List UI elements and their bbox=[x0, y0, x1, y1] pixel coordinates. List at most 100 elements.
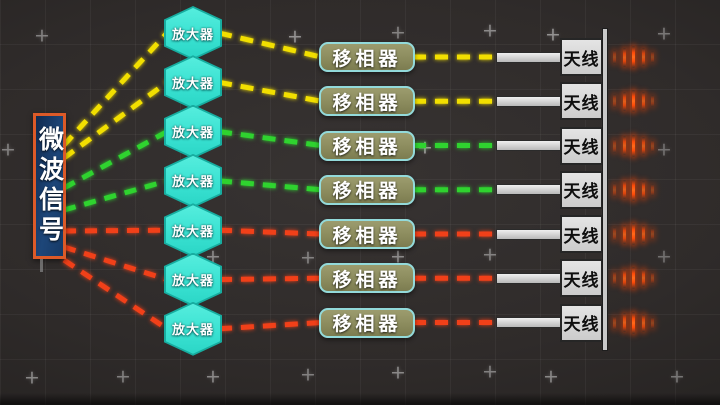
phase-shifter-box: 移相器 bbox=[319, 174, 415, 205]
antenna-feed-line bbox=[496, 228, 562, 240]
source-to-amplifier-wire bbox=[63, 227, 168, 234]
antenna-feed-line bbox=[496, 140, 562, 151]
background-cross-marker: + bbox=[656, 138, 672, 161]
antenna-box: 天线 bbox=[560, 303, 603, 342]
antenna-box: 天线 bbox=[560, 215, 603, 253]
amplifier-label: 放大器 bbox=[171, 27, 214, 43]
radiation-dash bbox=[641, 48, 645, 66]
radiation-dash bbox=[651, 228, 655, 240]
background-cross-marker: + bbox=[543, 365, 559, 388]
radiation-dash bbox=[622, 224, 626, 244]
radiation-dash bbox=[613, 271, 616, 286]
radiation-dash bbox=[622, 47, 626, 67]
radiation-dash bbox=[613, 50, 616, 64]
background-cross-marker: + bbox=[669, 365, 685, 388]
radiation-dash bbox=[641, 225, 645, 243]
amplifier-hexagon-face: 放大器 bbox=[166, 254, 220, 305]
antenna-backplane bbox=[602, 28, 608, 351]
antenna-feed-line bbox=[496, 184, 562, 196]
radiation-dash bbox=[641, 313, 645, 332]
amplifier-hexagon: 放大器 bbox=[164, 153, 222, 208]
radiation-dash bbox=[641, 136, 645, 155]
source-to-amplifier-wire bbox=[63, 178, 168, 213]
phase-shifter-box: 移相器 bbox=[319, 263, 415, 294]
radiation-dash bbox=[641, 180, 645, 199]
radiation-dash bbox=[651, 95, 655, 108]
antenna-feed-line bbox=[496, 51, 562, 63]
radiation-dash bbox=[641, 92, 645, 111]
radiation-dash bbox=[613, 182, 616, 197]
radiation-dash bbox=[622, 180, 626, 200]
amplifier-label: 放大器 bbox=[171, 323, 214, 339]
background-cross-marker: + bbox=[300, 246, 316, 269]
background-cross-marker: + bbox=[656, 245, 672, 268]
amplifier-label: 放大器 bbox=[171, 224, 214, 240]
antenna-feed-line bbox=[496, 95, 562, 107]
antenna-box: 天线 bbox=[560, 38, 603, 76]
phase-shifter-box: 移相器 bbox=[319, 86, 415, 117]
background-cross-marker: + bbox=[0, 138, 16, 161]
radiation-dash bbox=[622, 136, 626, 155]
amplifier-hexagon-face: 放大器 bbox=[166, 8, 220, 58]
source-stand bbox=[40, 259, 43, 272]
radiation-dash bbox=[632, 90, 636, 113]
background-cross-marker: + bbox=[545, 23, 561, 46]
source-to-amplifier-wire bbox=[62, 80, 169, 161]
background-cross-marker: + bbox=[205, 365, 221, 388]
background-cross-marker: + bbox=[482, 243, 498, 266]
radiation-dash bbox=[632, 267, 636, 290]
amplifier-hexagon: 放大器 bbox=[164, 301, 222, 356]
amplifier-hexagon: 放大器 bbox=[164, 203, 222, 258]
amplifier-hexagon-face: 放大器 bbox=[166, 106, 220, 157]
radiation-dash bbox=[632, 46, 636, 68]
phase-shifter-box: 移相器 bbox=[319, 130, 415, 161]
background-cross-marker: + bbox=[390, 245, 406, 268]
background-cross-marker: + bbox=[115, 365, 131, 388]
radiation-dash bbox=[613, 138, 616, 153]
radiation-dash bbox=[641, 269, 645, 288]
radiation-dash bbox=[632, 223, 636, 245]
source-to-amplifier-wire bbox=[62, 129, 169, 191]
background-cross-marker: + bbox=[482, 360, 498, 383]
amplifier-label: 放大器 bbox=[171, 76, 214, 92]
background-cross-marker: + bbox=[656, 22, 672, 45]
source-to-amplifier-wire bbox=[63, 244, 168, 282]
radiation-dash bbox=[632, 178, 636, 201]
amplifier-to-phase-shifter-wire bbox=[218, 30, 322, 60]
background-cross-marker: + bbox=[482, 19, 498, 42]
amplifier-to-phase-shifter-wire bbox=[218, 178, 322, 193]
amplifier-to-phase-shifter-wire bbox=[218, 79, 322, 104]
amplifier-label: 放大器 bbox=[171, 126, 214, 142]
source-to-amplifier-wire bbox=[62, 31, 169, 147]
microwave-signal-source: 微波信号 bbox=[33, 113, 66, 259]
phase-shifter-box: 移相器 bbox=[319, 219, 415, 249]
amplifier-hexagon-face: 放大器 bbox=[166, 57, 220, 108]
amplifier-hexagon: 放大器 bbox=[164, 55, 222, 110]
radiation-dash bbox=[613, 94, 616, 109]
radiation-dash bbox=[651, 316, 655, 329]
antenna-box: 天线 bbox=[560, 82, 603, 121]
radiation-dash bbox=[651, 51, 655, 63]
background-cross-marker: + bbox=[34, 24, 50, 47]
amplifier-to-phase-shifter-wire bbox=[218, 275, 322, 282]
radiation-dash bbox=[651, 139, 655, 152]
amplifier-label: 放大器 bbox=[171, 274, 214, 289]
background-cross-marker: + bbox=[24, 366, 40, 389]
background-cross-marker: + bbox=[287, 25, 303, 48]
phase-shifter-box: 移相器 bbox=[319, 307, 415, 338]
radiation-dash bbox=[651, 272, 655, 285]
amplifier-hexagon: 放大器 bbox=[164, 104, 222, 159]
amplifier-hexagon-face: 放大器 bbox=[166, 303, 220, 354]
radiation-dash bbox=[613, 315, 616, 330]
amplifier-hexagon-face: 放大器 bbox=[166, 205, 220, 256]
background-cross-marker: + bbox=[300, 363, 316, 386]
radiation-dash bbox=[622, 91, 626, 111]
radiation-dash bbox=[632, 134, 636, 157]
radiation-dash bbox=[632, 311, 636, 334]
amplifier-hexagon: 放大器 bbox=[164, 252, 222, 307]
radiation-dash bbox=[622, 313, 626, 332]
antenna-box: 天线 bbox=[560, 170, 603, 209]
antenna-feed-line bbox=[496, 317, 562, 328]
amplifier-hexagon: 放大器 bbox=[164, 6, 222, 60]
